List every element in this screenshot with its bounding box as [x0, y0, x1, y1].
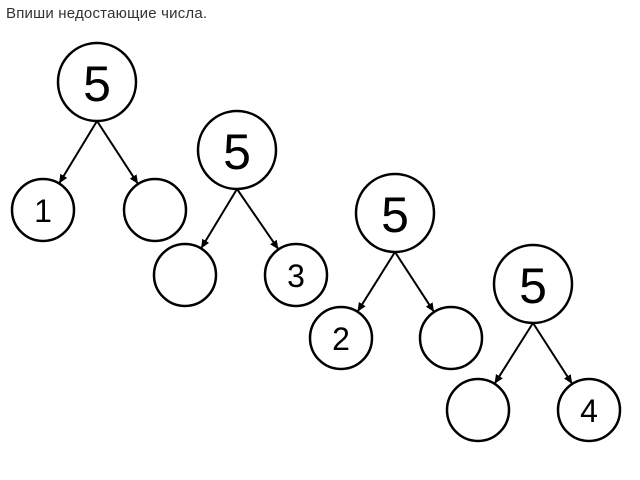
arrow-right [394, 251, 435, 313]
whole-circle [56, 41, 138, 123]
whole-circle [354, 172, 436, 254]
arrow-left [494, 322, 534, 384]
arrow-left [58, 120, 98, 184]
whole-circle [492, 243, 574, 325]
whole-number: 5 [519, 258, 547, 314]
part-circle [10, 177, 76, 243]
whole-number: 5 [83, 56, 111, 112]
part-circle [263, 242, 329, 308]
arrow-right [96, 120, 139, 185]
number-bond-tree: 51 [10, 41, 188, 243]
number-bond-tree: 54 [445, 243, 622, 443]
arrow-left [357, 251, 396, 312]
blank-answer-circle[interactable] [152, 242, 218, 308]
blank-answer-circle[interactable] [445, 377, 511, 443]
arrow-left [200, 188, 238, 249]
number-bond-tree: 52 [308, 172, 484, 371]
part-circle [556, 377, 622, 443]
part-circle [308, 305, 374, 371]
part-number-left: 1 [34, 193, 52, 229]
arrow-right [532, 322, 573, 384]
number-bond-tree: 53 [152, 109, 329, 308]
blank-answer-circle[interactable] [418, 305, 484, 371]
whole-number: 5 [223, 124, 251, 180]
blank-answer-circle[interactable] [122, 177, 188, 243]
whole-number: 5 [381, 187, 409, 243]
instruction-text: Впиши недостающие числа. [6, 5, 208, 22]
whole-circle [196, 109, 278, 191]
part-number-right: 4 [580, 393, 598, 429]
part-number-right: 3 [287, 258, 305, 294]
arrow-right [236, 188, 279, 250]
part-number-left: 2 [332, 321, 350, 357]
